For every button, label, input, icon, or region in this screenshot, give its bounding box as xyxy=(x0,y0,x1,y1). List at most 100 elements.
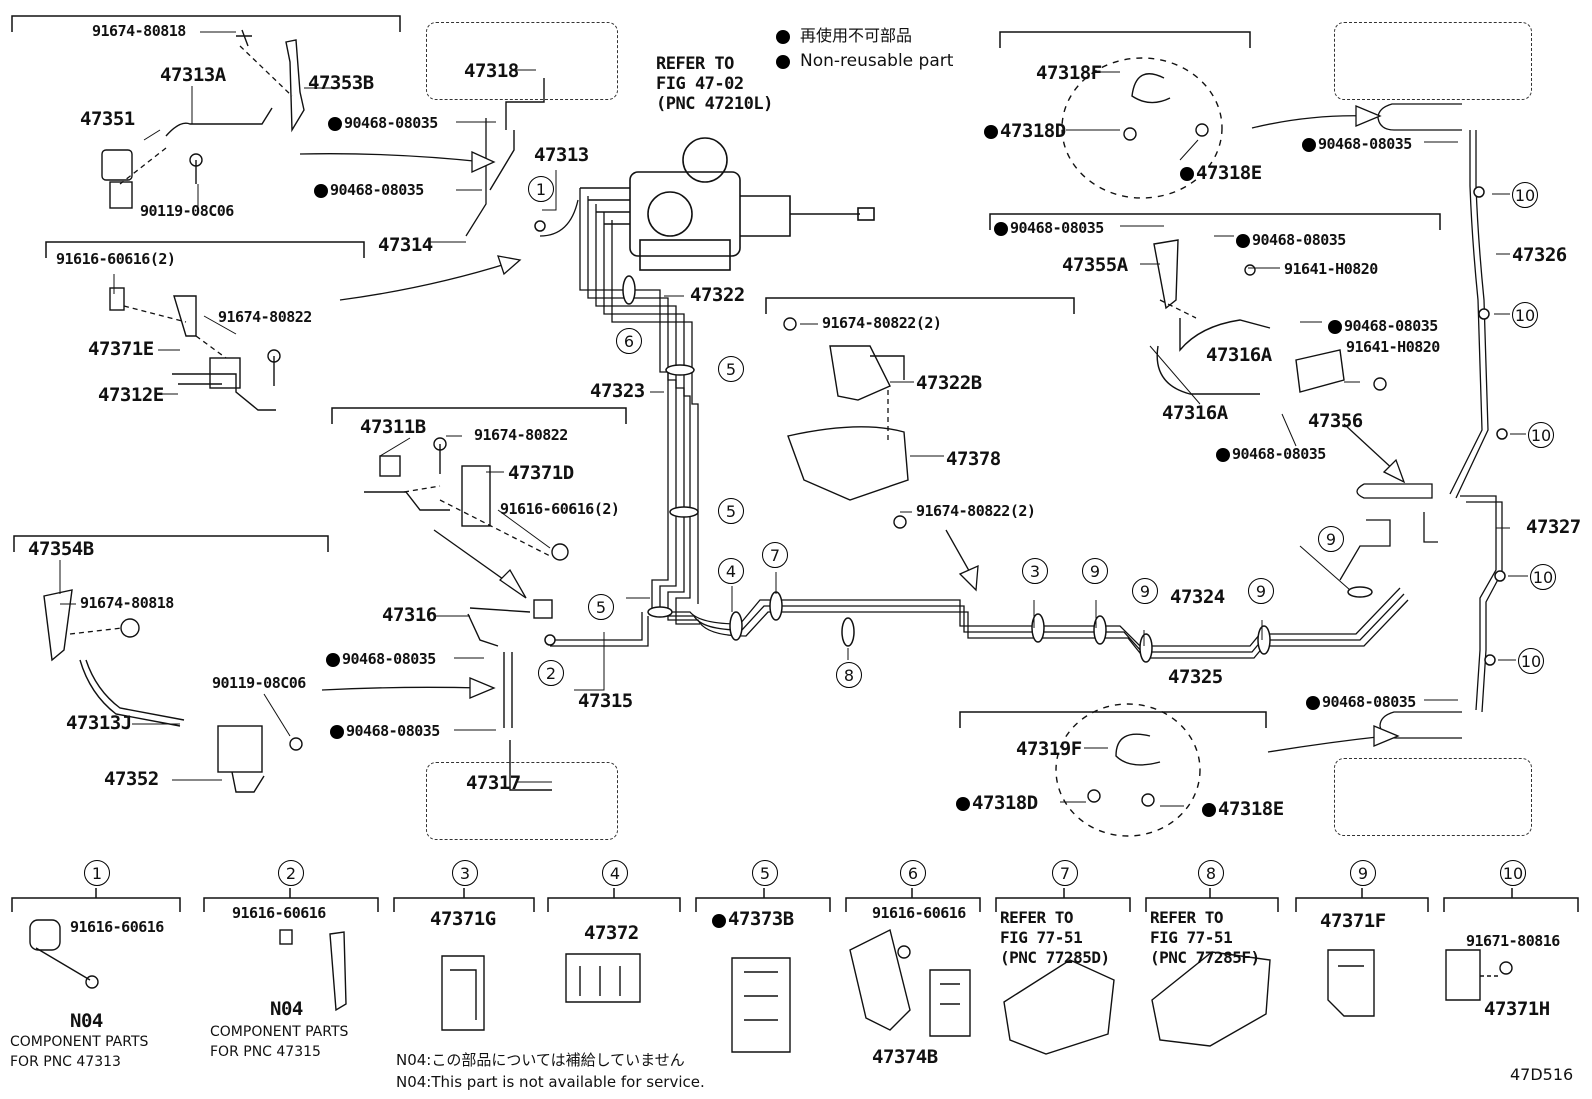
hose-box-right-bottom xyxy=(1334,758,1532,836)
part-91616-60616-b: 91616-60616(2) xyxy=(500,500,620,518)
part-91674-80822-d: 91674-80822(2) xyxy=(916,502,1036,520)
hose-box-47318 xyxy=(426,22,618,100)
non-reusable-bullet-icon xyxy=(1216,448,1230,462)
b1-note-2: FOR PNC 47313 xyxy=(10,1054,121,1070)
part-91674-80822-a: 91674-80822 xyxy=(218,308,312,326)
non-reusable-bullet-icon xyxy=(712,914,726,928)
callout-1: 1 xyxy=(528,176,554,202)
b8-ref-3: (PNC 77285F) xyxy=(1150,948,1260,967)
callout-6: 6 xyxy=(900,860,926,886)
figure-id: 47D516 xyxy=(1510,1065,1574,1084)
part-47322B: 47322B xyxy=(916,372,982,394)
callout-3: 3 xyxy=(452,860,478,886)
non-reusable-bullet-icon xyxy=(1306,696,1320,710)
footnote-jp: N04:この部品については補給していません xyxy=(396,1051,685,1069)
b7-ref-1: REFER TO xyxy=(1000,908,1074,927)
b2-note-2: FOR PNC 47315 xyxy=(210,1044,321,1060)
part-47318E-b: 47318E xyxy=(1218,798,1284,820)
b5-part: 47373B xyxy=(728,908,794,930)
non-reusable-bullet-icon xyxy=(326,653,340,667)
non-reusable-bullet-icon xyxy=(1236,234,1250,248)
part-91674-80818-b: 91674-80818 xyxy=(80,594,174,612)
part-90468-08035-h: 90468-08035 xyxy=(1232,445,1326,463)
part-47315: 47315 xyxy=(578,690,633,712)
callout-6: 6 xyxy=(616,328,642,354)
part-47318D-a: 47318D xyxy=(1000,120,1066,142)
part-90468-08035-a: 90468-08035 xyxy=(344,114,438,132)
part-47318: 47318 xyxy=(464,60,519,82)
part-90119-08C06-b: 90119-08C06 xyxy=(212,674,306,692)
callout-9: 9 xyxy=(1318,526,1344,552)
callout-8: 8 xyxy=(836,662,862,688)
part-47371E: 47371E xyxy=(88,338,154,360)
b9-part: 47371F xyxy=(1320,910,1386,932)
callout-9: 9 xyxy=(1082,558,1108,584)
part-47327: 47327 xyxy=(1526,516,1581,538)
b2-code: N04 xyxy=(270,998,303,1020)
non-reusable-bullet-icon xyxy=(1180,167,1194,181)
callout-4: 4 xyxy=(602,860,628,886)
b8-ref-2: FIG 77-51 xyxy=(1150,928,1233,947)
non-reusable-bullet-icon xyxy=(994,222,1008,236)
part-90468-08035-j: 90468-08035 xyxy=(1322,693,1416,711)
hose-box-47317 xyxy=(426,762,618,840)
b8-ref-1: REFER TO xyxy=(1150,908,1224,927)
part-91674-80822-b: 91674-80822 xyxy=(474,426,568,444)
part-90468-08035-i: 90468-08035 xyxy=(1318,135,1412,153)
part-47316A-a: 47316A xyxy=(1206,344,1272,366)
part-47312E: 47312E xyxy=(98,384,164,406)
part-47318F: 47318F xyxy=(1036,62,1102,84)
part-47351: 47351 xyxy=(80,108,135,130)
callout-3: 3 xyxy=(1022,558,1048,584)
callout-10: 10 xyxy=(1518,648,1544,674)
part-91641-H0820-a: 91641-H0820 xyxy=(1284,260,1378,278)
callout-5: 5 xyxy=(752,860,778,886)
footnote-en: N04:This part is not available for servi… xyxy=(396,1073,705,1091)
non-reusable-bullet-icon xyxy=(330,725,344,739)
non-reusable-bullet-icon xyxy=(314,184,328,198)
part-47313: 47313 xyxy=(534,144,589,166)
callout-5: 5 xyxy=(718,498,744,524)
refer-line-3: (PNC 47210L) xyxy=(656,94,773,114)
callout-8: 8 xyxy=(1198,860,1224,886)
b10-part: 91671-80816 xyxy=(1466,932,1560,950)
b2-part: 91616-60616 xyxy=(232,904,326,922)
b10-part2: 47371H xyxy=(1484,998,1550,1020)
callout-9: 9 xyxy=(1248,578,1274,604)
b6-part2: 47374B xyxy=(872,1046,938,1068)
part-91616-60616-a: 91616-60616(2) xyxy=(56,250,176,268)
part-47317: 47317 xyxy=(466,772,521,794)
part-90468-08035-f: 90468-08035 xyxy=(1252,231,1346,249)
part-47355A: 47355A xyxy=(1062,254,1128,276)
part-90468-08035-c: 90468-08035 xyxy=(342,650,436,668)
non-reusable-bullet-icon xyxy=(1302,138,1316,152)
legend-jp: 再使用不可部品 xyxy=(800,26,913,45)
part-47326: 47326 xyxy=(1512,244,1567,266)
part-90468-08035-d: 90468-08035 xyxy=(346,722,440,740)
part-47352: 47352 xyxy=(104,768,159,790)
b2-note-1: COMPONENT PARTS xyxy=(210,1024,349,1040)
callout-10: 10 xyxy=(1528,422,1554,448)
callout-10: 10 xyxy=(1500,860,1526,886)
part-90468-08035-g: 90468-08035 xyxy=(1344,317,1438,335)
callout-2: 2 xyxy=(538,660,564,686)
b7-ref-3: (PNC 77285D) xyxy=(1000,948,1110,967)
part-47371D: 47371D xyxy=(508,462,574,484)
part-47316: 47316 xyxy=(382,604,437,626)
b1-note-1: COMPONENT PARTS xyxy=(10,1034,149,1050)
refer-line-2: FIG 47-02 xyxy=(656,74,744,94)
part-47313J: 47313J xyxy=(66,712,132,734)
non-reusable-bullet-icon xyxy=(328,117,342,131)
non-reusable-bullet-icon xyxy=(776,55,790,69)
part-47314: 47314 xyxy=(378,234,433,256)
non-reusable-bullet-icon xyxy=(776,30,790,44)
b7-ref-2: FIG 77-51 xyxy=(1000,928,1083,947)
non-reusable-bullet-icon xyxy=(1202,803,1216,817)
callout-7: 7 xyxy=(1052,860,1078,886)
part-47323: 47323 xyxy=(590,380,645,402)
part-90119-08C06-a: 90119-08C06 xyxy=(140,202,234,220)
callout-10: 10 xyxy=(1530,564,1556,590)
callout-2: 2 xyxy=(278,860,304,886)
